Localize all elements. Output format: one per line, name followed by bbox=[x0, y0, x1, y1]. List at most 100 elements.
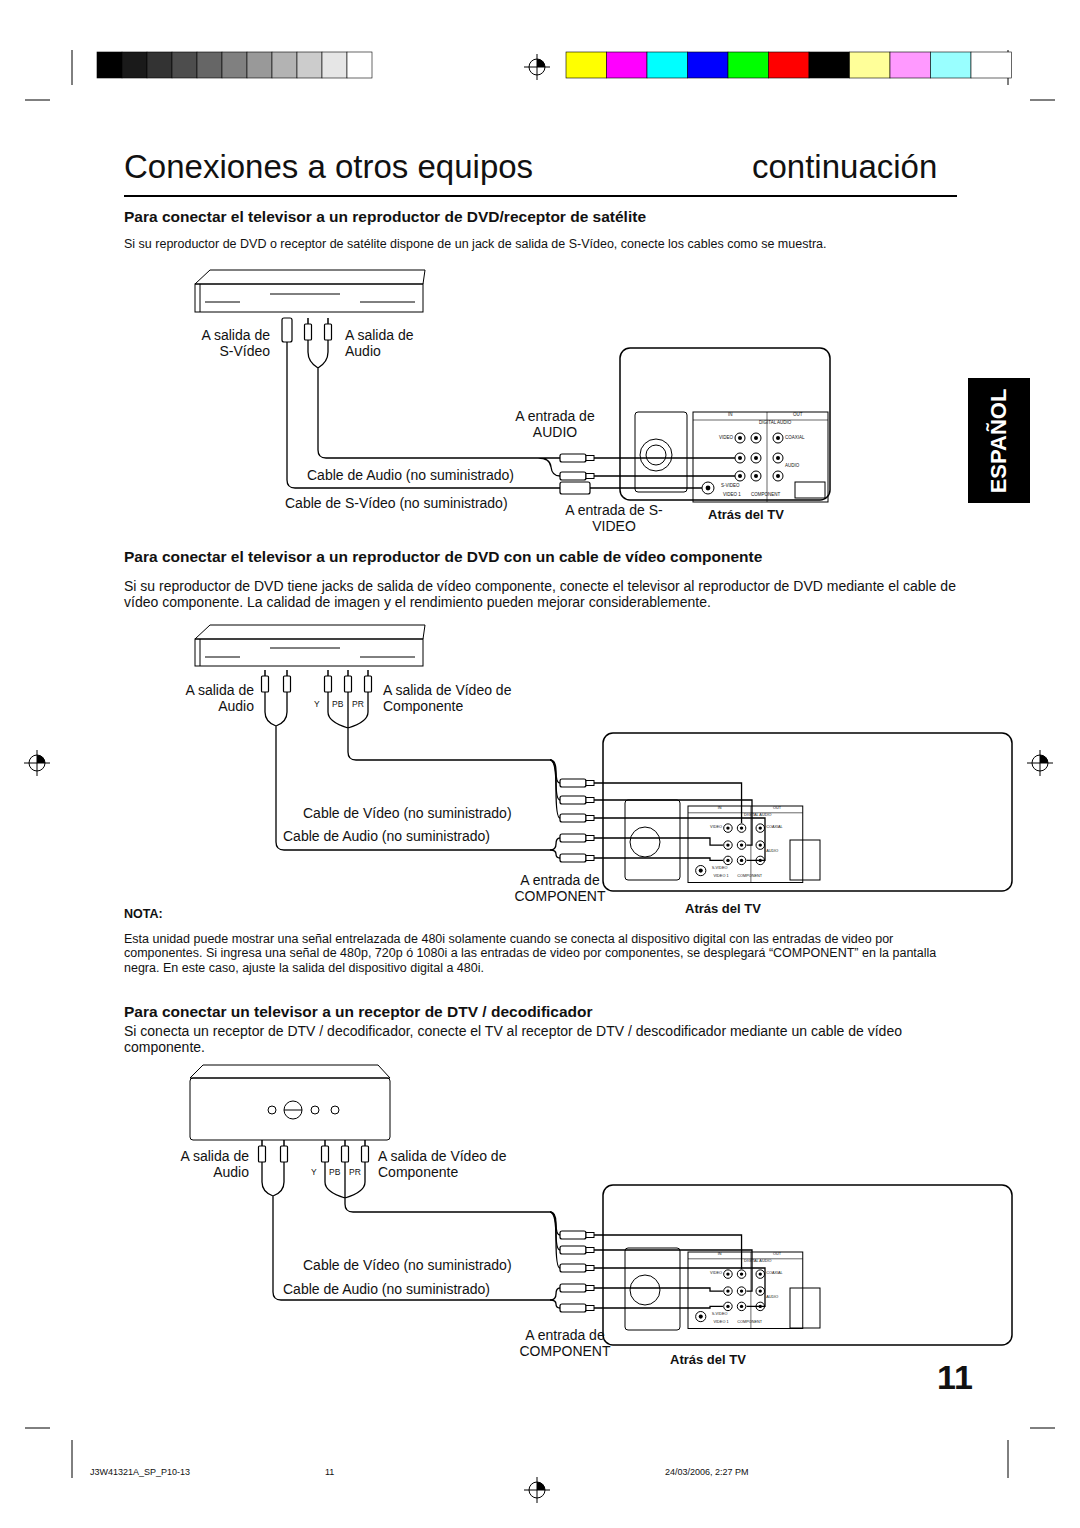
jack-label: IN bbox=[728, 413, 733, 418]
jack bbox=[735, 471, 745, 481]
rca-pin bbox=[594, 857, 600, 859]
jack-label: COMPONENT bbox=[737, 875, 762, 879]
jack-center bbox=[754, 474, 758, 478]
tv-back bbox=[620, 348, 830, 500]
cable bbox=[600, 1306, 723, 1308]
cable bbox=[550, 838, 560, 850]
label-text: Cable de Audio (no suministrado) bbox=[283, 1281, 490, 1297]
small-label: PR bbox=[349, 1168, 361, 1178]
jack bbox=[737, 856, 746, 865]
rca-pin bbox=[344, 1140, 346, 1146]
jack-center bbox=[740, 859, 743, 862]
jack bbox=[756, 1287, 765, 1296]
rca-plug bbox=[325, 676, 332, 692]
jack bbox=[773, 453, 783, 463]
label-text: Cable de Vídeo (no suministrado) bbox=[303, 1257, 512, 1273]
cable bbox=[550, 1288, 560, 1300]
label-text: Atrás del TV bbox=[670, 1353, 746, 1368]
jack-label: S-VIDEO bbox=[712, 1313, 728, 1317]
rca-plug bbox=[305, 324, 312, 340]
jack-center bbox=[726, 826, 729, 829]
rca-pin bbox=[594, 475, 600, 477]
rca-pin bbox=[594, 1249, 600, 1251]
jack-label: VIDEO bbox=[719, 436, 733, 441]
jack-center bbox=[759, 1272, 762, 1275]
rca-pin bbox=[594, 837, 600, 839]
color-swatch bbox=[890, 52, 931, 78]
jack-label: DIGITAL AUDIO bbox=[744, 1260, 771, 1264]
section-heading: Para conectar el televisor a un reproduc… bbox=[124, 208, 646, 226]
cable bbox=[600, 1268, 765, 1306]
antenna-jack bbox=[630, 1275, 660, 1305]
jack bbox=[751, 471, 761, 481]
rca-pin bbox=[594, 817, 600, 819]
gray-swatch bbox=[97, 52, 122, 78]
language-tab: ESPAÑOL bbox=[968, 378, 1030, 503]
label-text: Cable de Audio (no suministrado) bbox=[307, 467, 514, 483]
jack-panel bbox=[688, 1252, 803, 1329]
jack bbox=[773, 433, 783, 443]
tv-back bbox=[603, 733, 1012, 891]
title-rule bbox=[124, 195, 957, 197]
jack-center bbox=[726, 859, 729, 862]
label-text: A salida de Vídeo de Componente bbox=[383, 682, 543, 714]
jack-label: VIDEO 1 bbox=[723, 493, 741, 498]
rca-pin bbox=[594, 1287, 600, 1289]
jack bbox=[696, 1312, 706, 1322]
cable bbox=[590, 458, 735, 488]
jack-center bbox=[740, 826, 743, 829]
receiver-knob bbox=[268, 1106, 276, 1114]
receiver-knob bbox=[311, 1106, 319, 1114]
rca-plug bbox=[560, 814, 586, 822]
jack-label: VIDEO 1 bbox=[714, 1321, 729, 1325]
jack-label: VIDEO 1 bbox=[714, 875, 729, 879]
label-text: Si su reproductor de DVD tiene jacks de … bbox=[124, 578, 964, 610]
jack bbox=[735, 433, 745, 443]
jack-center bbox=[759, 826, 762, 829]
jack-center bbox=[740, 1289, 743, 1292]
jack-center bbox=[754, 436, 758, 440]
jack-center bbox=[759, 843, 762, 846]
gray-swatch bbox=[197, 52, 222, 78]
small-label: Y bbox=[311, 1168, 317, 1178]
small-label: PB bbox=[332, 700, 343, 710]
cable bbox=[600, 783, 742, 823]
label-text: A salida de Audio bbox=[345, 327, 435, 359]
jack bbox=[696, 866, 706, 876]
jack bbox=[773, 471, 783, 481]
jack bbox=[724, 824, 733, 833]
antenna-jack bbox=[646, 445, 666, 465]
jack-center bbox=[738, 436, 742, 440]
rca-plug bbox=[362, 1146, 369, 1162]
gray-swatch bbox=[222, 52, 247, 78]
color-swatch bbox=[769, 52, 810, 78]
gray-swatch bbox=[172, 52, 197, 78]
jack bbox=[737, 1270, 746, 1279]
jack-label: VIDEO bbox=[710, 1272, 722, 1276]
jack-label: AUDIO bbox=[766, 1296, 778, 1300]
jack-label: S-VIDEO bbox=[721, 484, 740, 489]
svideo-plug bbox=[282, 318, 292, 342]
jack-panel bbox=[693, 412, 828, 502]
jack-label: AUDIO bbox=[785, 464, 799, 469]
jack-center bbox=[754, 456, 758, 460]
rca-plug bbox=[322, 1146, 329, 1162]
jack-label: VIDEO bbox=[710, 826, 722, 830]
illustration-parts bbox=[24, 52, 1053, 1503]
jack-center bbox=[740, 843, 743, 846]
rca-pin bbox=[367, 670, 369, 676]
antenna-recess bbox=[625, 800, 680, 880]
jack bbox=[737, 1302, 746, 1311]
dvd-top bbox=[195, 625, 425, 639]
jack-center bbox=[776, 456, 780, 460]
label-text: Cable de Vídeo (no suministrado) bbox=[303, 805, 512, 821]
rca-plug-tip bbox=[586, 1248, 594, 1253]
registration-mark bbox=[1027, 750, 1053, 776]
dvd-front bbox=[195, 639, 423, 666]
label-text: A entrada de S-VIDEO bbox=[558, 502, 670, 534]
jack-label: COAXIAL bbox=[766, 1272, 783, 1276]
color-swatch bbox=[647, 52, 688, 78]
rca-pin bbox=[594, 1307, 600, 1309]
jack-center bbox=[740, 1272, 743, 1275]
rca-plug-tip bbox=[586, 456, 594, 461]
